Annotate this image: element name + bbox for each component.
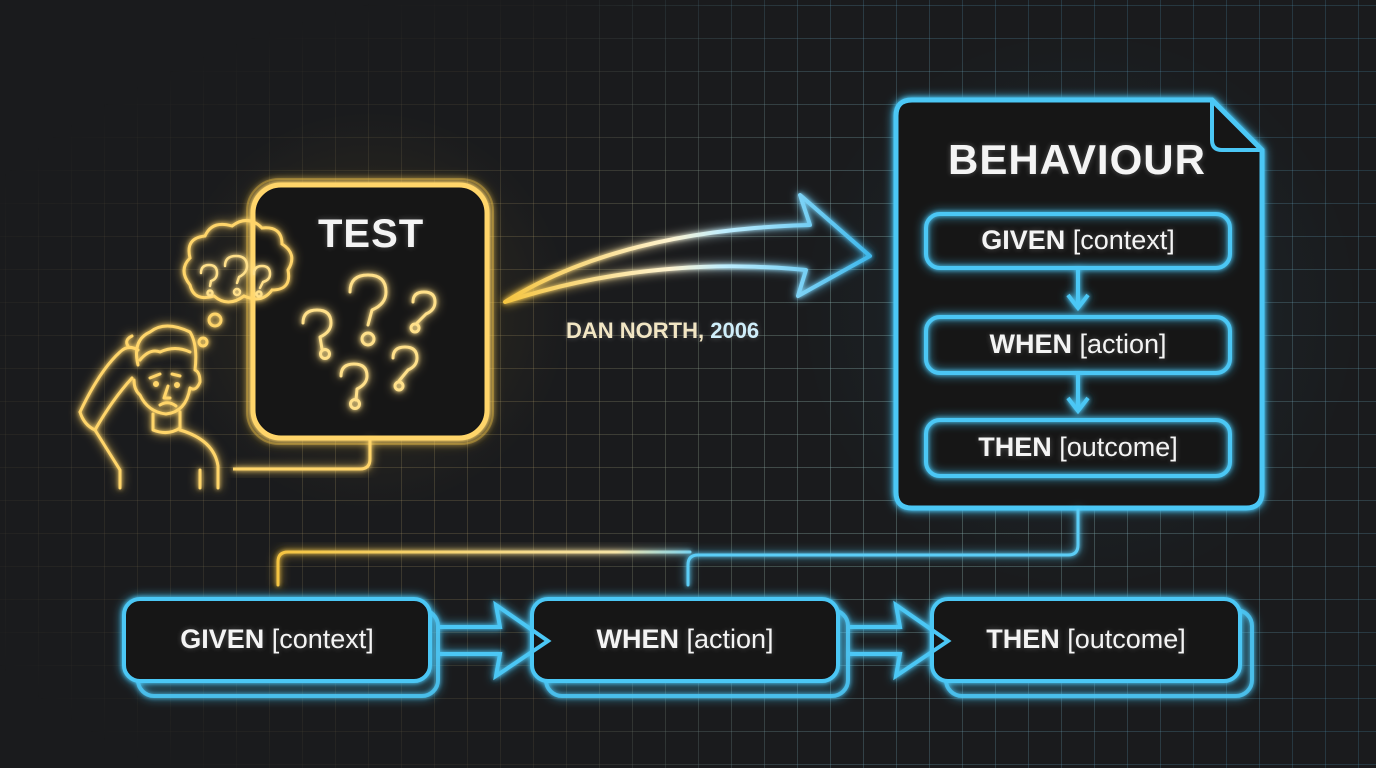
behaviour-step-then: THEN [outcome] [926, 432, 1230, 463]
thought-bubble-question-marks [199, 254, 272, 298]
credit-name: DAN NORTH, [566, 318, 705, 343]
flow-step-then: THEN [outcome] [932, 624, 1240, 655]
test-connector-line [233, 440, 372, 471]
flow-boxes [122, 597, 1254, 698]
flow-connectors [276, 508, 1090, 587]
behaviour-step-given: GIVEN [context] [926, 225, 1230, 256]
behaviour-step-boxes [924, 212, 1232, 478]
step-keyword: WHEN [989, 329, 1072, 359]
step-keyword: THEN [978, 432, 1052, 462]
step-placeholder: [outcome] [1051, 432, 1178, 462]
step-placeholder: [context] [1065, 225, 1175, 255]
step-keyword: WHEN [596, 624, 679, 654]
flow-step-given: GIVEN [context] [124, 624, 430, 655]
step-placeholder: [outcome] [1059, 624, 1186, 654]
credit-year: 2006 [704, 318, 760, 343]
behaviour-step-when: WHEN [action] [926, 329, 1230, 360]
thought-bubble [182, 219, 294, 348]
step-keyword: GIVEN [180, 624, 265, 654]
step-keyword: THEN [986, 624, 1060, 654]
credit-label: DAN NORTH, 2006 [566, 318, 759, 344]
step-keyword: GIVEN [981, 225, 1066, 255]
confused-person [78, 324, 220, 490]
question-marks [301, 273, 437, 410]
flow-step-when: WHEN [action] [532, 624, 838, 655]
step-placeholder: [action] [678, 624, 774, 654]
transition-arrow [503, 193, 872, 304]
test-title: TEST [318, 212, 425, 256]
step-placeholder: [action] [1071, 329, 1167, 359]
behaviour-title: BEHAVIOUR [948, 136, 1206, 183]
step-placeholder: [context] [264, 624, 374, 654]
